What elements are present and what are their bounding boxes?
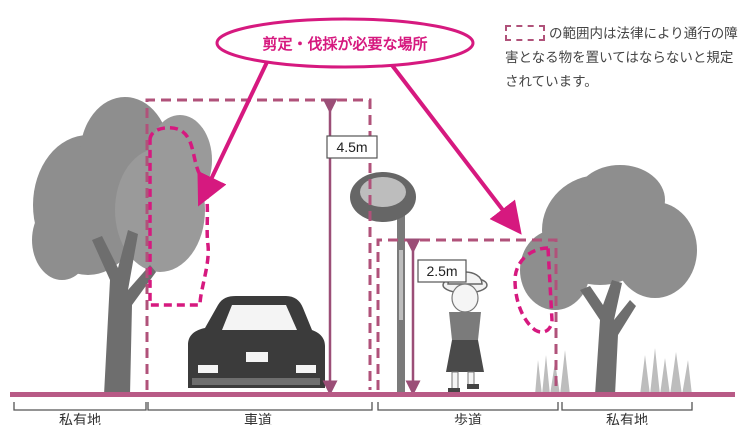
road-height-label: 4.5m [326,135,378,159]
sidewalk-clearance-zone [376,238,558,390]
callout-arrow-left [197,59,270,207]
svg-text:4.5m: 4.5m [336,139,367,155]
left-tree [32,97,212,395]
legend-dashed-box-icon [505,25,545,41]
zone-brackets [13,402,693,411]
callout-arrow-right [386,58,522,235]
svg-text:2.5m: 2.5m [426,263,457,279]
zone-label-road: 車道 [244,412,272,425]
right-trim-area [513,246,554,334]
left-trim-area [148,126,210,307]
callout-text: 剪定・伐採が必要な場所 [262,35,427,53]
sidewalk-height-label: 2.5m [417,259,467,283]
legend-note-text: の範囲内は法律により通行の障害となる物を置いてはならないと規定されています。 [505,26,738,90]
child-figure [442,271,488,393]
road-clearance-zone [145,98,372,390]
legend-note: の範囲内は法律により通行の障害となる物を置いてはならないと規定されています。 [505,22,740,94]
car [188,296,325,388]
zone-label-sidewalk: 歩道 [454,413,482,425]
zone-label-private-right: 私有地 [606,413,648,425]
callout-ellipse [215,17,475,69]
grass [535,348,692,395]
zone-label-private-left: 私有地 [59,413,101,425]
street-lamp [350,172,416,395]
ground-line [10,392,735,397]
